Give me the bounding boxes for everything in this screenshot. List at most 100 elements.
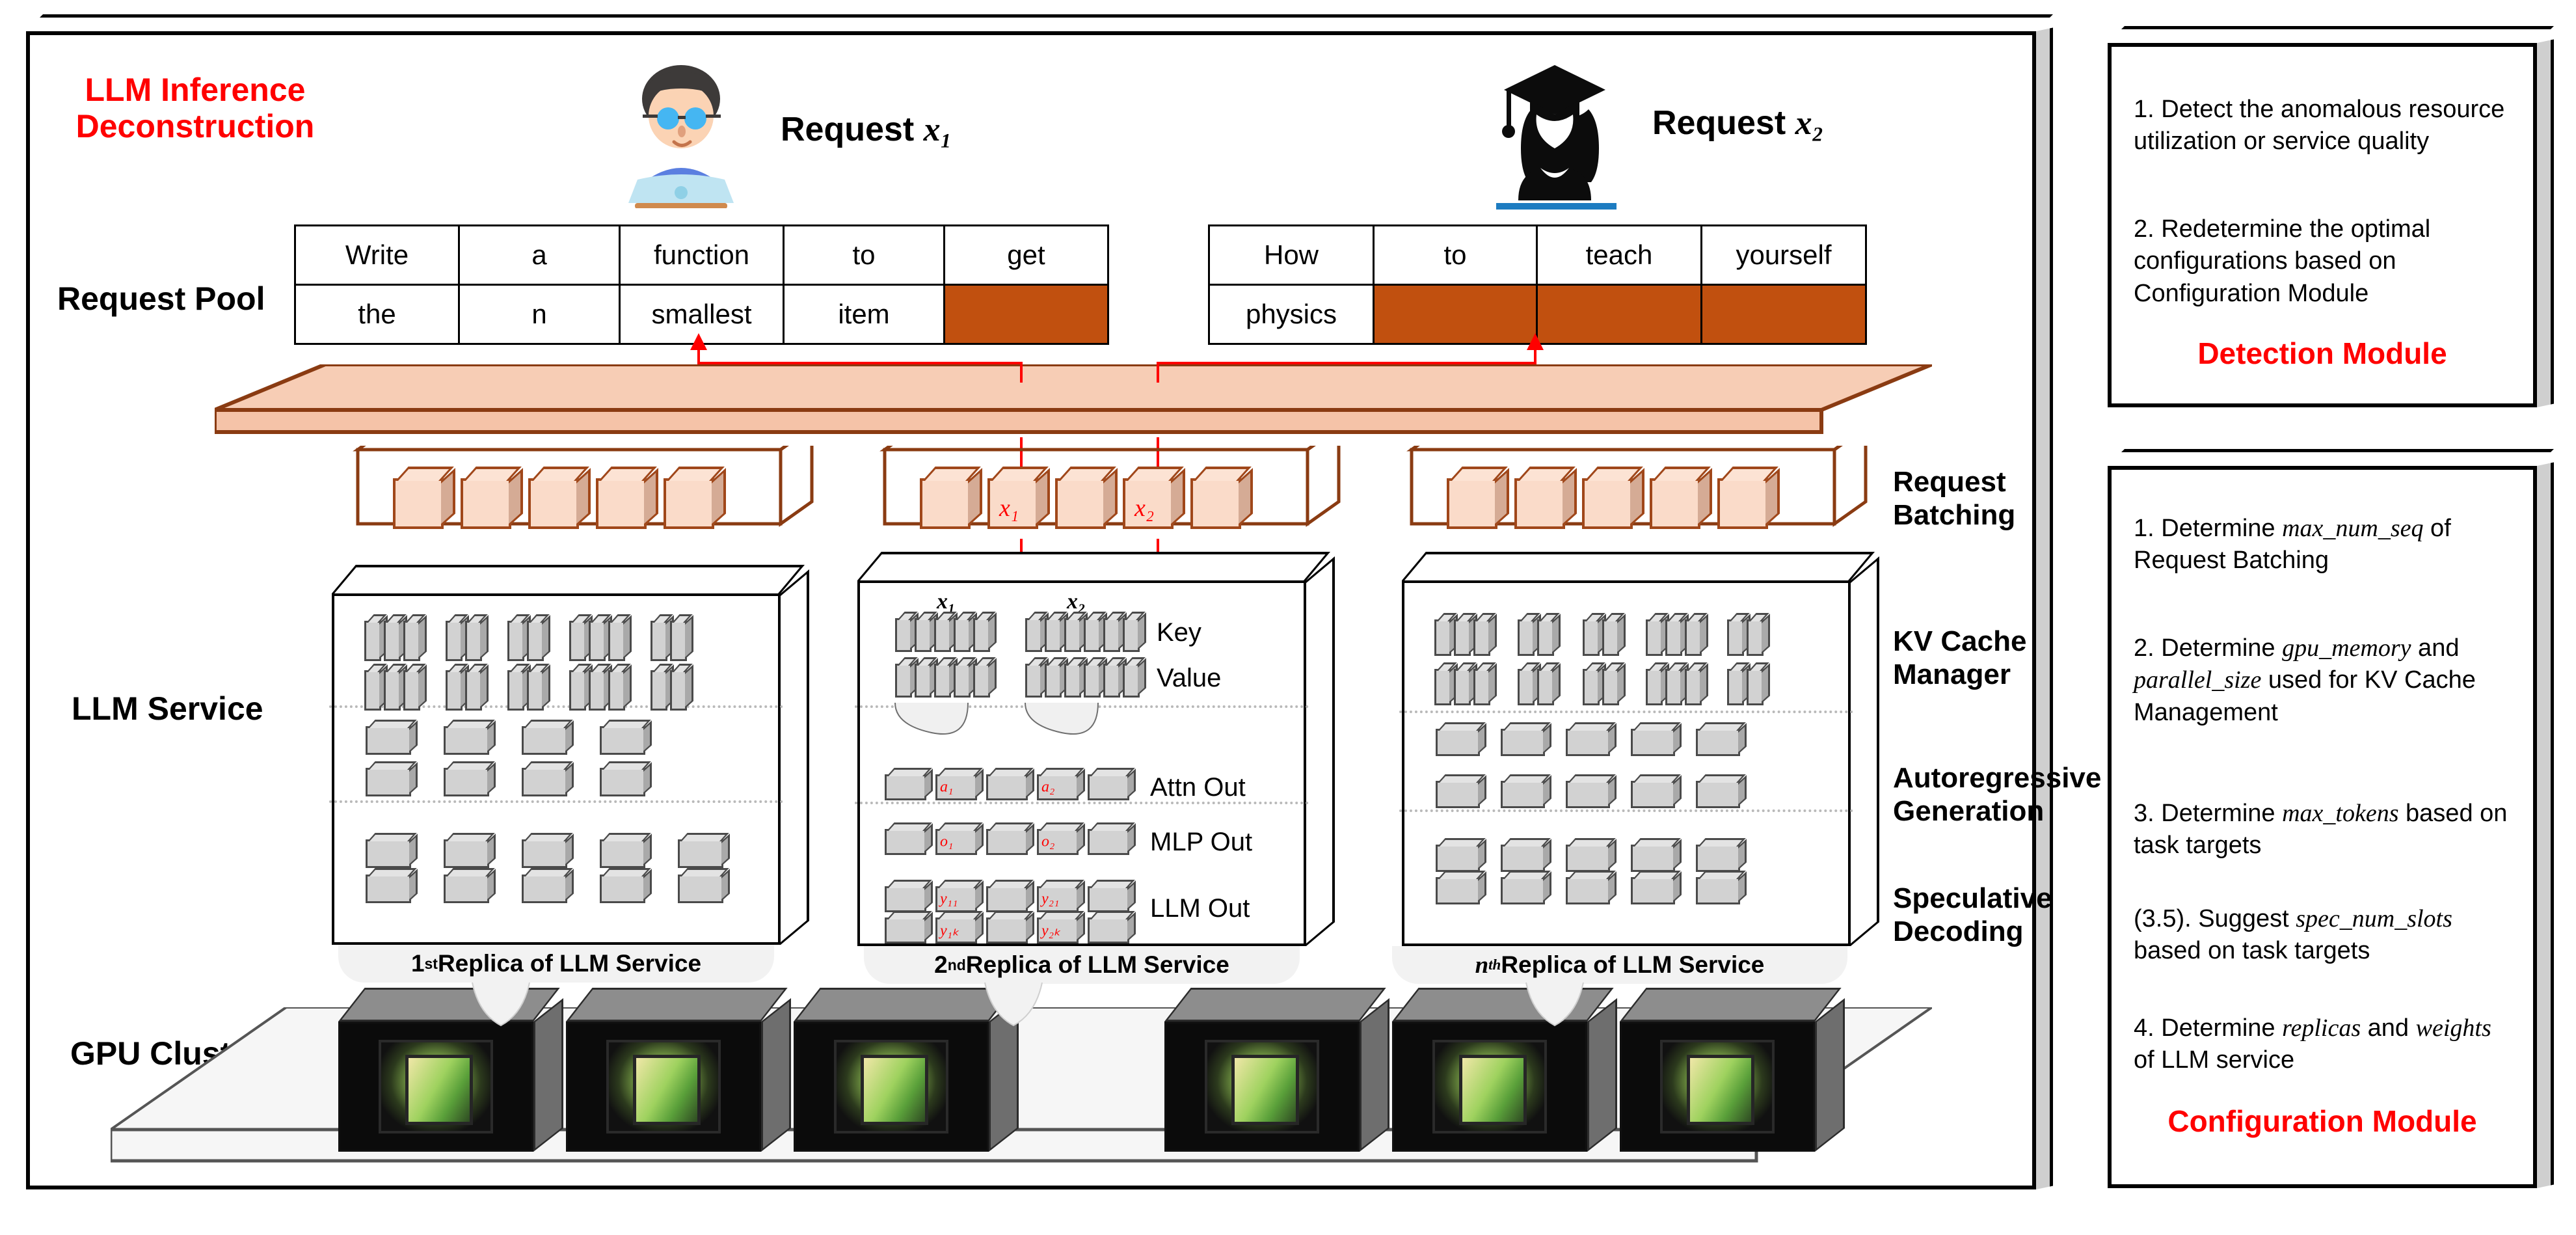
config-item-2-mid: and bbox=[2411, 634, 2460, 662]
config-item-4-mid: and bbox=[2361, 1014, 2416, 1042]
llm-replica-2[interactable]: x₁ x₂ Key Value bbox=[855, 552, 1335, 946]
center-column-header-x1: x₁ bbox=[937, 590, 956, 614]
config-item-2-var: gpu_memory bbox=[2282, 634, 2411, 662]
batch-slot-label-x2: x₂ bbox=[1134, 495, 1155, 522]
graduate-avatar-underline bbox=[1496, 203, 1617, 210]
replica-suffix: nd bbox=[947, 956, 966, 973]
mlp-out-label-o2: o₂ bbox=[1041, 833, 1055, 850]
config-item-1-prefix: 1. Determine bbox=[2134, 515, 2283, 542]
stage-label-kv-cache-manager: KV Cache Manager bbox=[1893, 625, 2027, 691]
token-cell: Write bbox=[294, 224, 460, 286]
configuration-item-4: 4. Determine replicas and weights of LLM… bbox=[2134, 1012, 2517, 1077]
batch-slot-label-x1: x₁ bbox=[999, 495, 1019, 522]
graduate-avatar bbox=[1490, 47, 1620, 210]
replica-ordinal: 2 bbox=[934, 951, 948, 978]
configuration-item-1: 1. Determine max_num_seq of Request Batc… bbox=[2134, 513, 2517, 577]
gpu-unit[interactable] bbox=[1620, 988, 1845, 1152]
detection-item-2: 2. Redetermine the optimal configuration… bbox=[2134, 215, 2431, 307]
token-cell: How bbox=[1208, 224, 1375, 286]
detection-module-panel[interactable]: 1. Detect the anomalous resource utiliza… bbox=[2108, 26, 2554, 408]
token-cell-filled bbox=[1700, 284, 1867, 345]
replica-ordinal: 1 bbox=[410, 950, 425, 977]
gpu-unit[interactable] bbox=[1392, 988, 1617, 1152]
center-column-header-x2: x₂ bbox=[1067, 590, 1086, 614]
config-item-2-suffix: used for KV Cache Management bbox=[2134, 666, 2476, 726]
llm-out-label-y21: y₂₁ bbox=[1041, 890, 1060, 908]
config-item-4-var2: weights bbox=[2415, 1014, 2491, 1042]
token-cell: teach bbox=[1536, 224, 1702, 286]
replica-caption-tail: Replica of LLM Service bbox=[437, 950, 702, 977]
token-cell: physics bbox=[1208, 284, 1375, 345]
stage-label-request-batching: Request Batching bbox=[1893, 466, 2016, 532]
token-cell: smallest bbox=[619, 284, 785, 345]
config-item-35-var: spec_num_slots bbox=[2296, 905, 2452, 932]
replica-ordinal: n bbox=[1475, 951, 1489, 979]
request-batch-crate-3[interactable] bbox=[1379, 446, 1868, 560]
label-llm-service: LLM Service bbox=[72, 690, 263, 727]
gpu-unit[interactable] bbox=[566, 988, 791, 1152]
configuration-item-2: 2. Determine gpu_memory and parallel_siz… bbox=[2134, 632, 2517, 729]
config-item-3-suffix: based on task targets bbox=[2134, 800, 2508, 860]
configuration-item-3-5: (3.5). Suggest spec_num_slots based on t… bbox=[2134, 903, 2524, 968]
configuration-item-3: 3. Determine max_tokens based on task ta… bbox=[2134, 798, 2517, 862]
request-x2-caption: Request x₂ bbox=[1652, 104, 1824, 142]
config-item-35-prefix: (3.5). Suggest bbox=[2134, 905, 2296, 932]
token-cell: the bbox=[294, 284, 460, 345]
config-item-4-prefix: 4. Determine bbox=[2134, 1014, 2283, 1042]
llm-replica-1[interactable] bbox=[329, 565, 809, 945]
page-title: LLM Inference Deconstruction bbox=[75, 72, 315, 144]
configuration-module-panel[interactable]: 1. Determine max_num_seq of Request Batc… bbox=[2108, 449, 2554, 1188]
request-x1-symbol: x₁ bbox=[923, 111, 952, 148]
gpu-unit[interactable] bbox=[338, 988, 563, 1152]
token-cell: a bbox=[458, 224, 621, 286]
config-item-4-var: replicas bbox=[2282, 1014, 2361, 1042]
config-item-1-suffix: of Request Batching bbox=[2134, 515, 2451, 575]
request-x2-caption-text: Request bbox=[1652, 104, 1786, 142]
token-cell-filled bbox=[1536, 284, 1702, 345]
developer-avatar bbox=[619, 59, 743, 209]
config-item-3-prefix: 3. Determine bbox=[2134, 800, 2283, 827]
config-item-35-suffix: based on task targets bbox=[2134, 937, 2370, 965]
panel-top-bevel bbox=[2108, 449, 2554, 466]
request-x2-symbol: x₂ bbox=[1795, 105, 1824, 142]
config-item-2-prefix: 2. Determine bbox=[2134, 634, 2283, 662]
token-cell: get bbox=[943, 224, 1109, 286]
llm-out-label-y11: y₁₁ bbox=[940, 890, 958, 908]
token-cell: to bbox=[783, 224, 945, 286]
center-row-label-llm-out: LLM Out bbox=[1150, 894, 1250, 923]
stage-label-autoregressive-generation: Autoregressive Generation bbox=[1893, 762, 2102, 828]
token-cell-filled bbox=[943, 284, 1109, 345]
token-cell-filled bbox=[1373, 284, 1538, 345]
attn-out-label-a2: a₂ bbox=[1041, 778, 1055, 796]
panel-top-bevel bbox=[26, 14, 2053, 31]
detection-module-title: Detection Module bbox=[2197, 336, 2447, 370]
llm-out-label-y1k: y₁ₖ bbox=[940, 922, 959, 940]
replica-caption-tail: Replica of LLM Service bbox=[1501, 951, 1765, 978]
panel-face bbox=[2108, 43, 2537, 407]
stage-label-speculative-decoding: Speculative Decoding bbox=[1893, 882, 2052, 948]
replica-caption-tail: Replica of LLM Service bbox=[965, 951, 1229, 978]
panel-top-bevel bbox=[2108, 26, 2554, 43]
mlp-out-label-o1: o₁ bbox=[940, 833, 954, 850]
configuration-module-title: Configuration Module bbox=[2167, 1104, 2477, 1138]
center-row-label-value: Value bbox=[1157, 664, 1222, 692]
llm-replica-n[interactable] bbox=[1399, 552, 1879, 946]
request-pool-slab bbox=[215, 364, 1932, 435]
gpu-unit[interactable] bbox=[794, 988, 1019, 1152]
request-x2-token-table: How to teach yourself physics bbox=[1208, 224, 1867, 345]
config-item-2-var2: parallel_size bbox=[2134, 666, 2262, 694]
panel-side-bevel bbox=[2537, 39, 2554, 408]
detection-item-1: 1. Detect the anomalous resource utiliza… bbox=[2134, 96, 2505, 156]
request-batch-crate-2[interactable]: x₁ x₂ bbox=[852, 446, 1341, 560]
center-row-label-key: Key bbox=[1157, 618, 1201, 647]
token-cell: function bbox=[619, 224, 785, 286]
request-batch-crate-1[interactable] bbox=[325, 446, 814, 560]
request-x1-caption: Request x₁ bbox=[781, 111, 952, 149]
panel-side-bevel bbox=[2537, 462, 2554, 1188]
token-row: the n smallest item bbox=[294, 284, 1109, 345]
gpu-unit[interactable] bbox=[1164, 988, 1389, 1152]
config-item-1-var: max_num_seq bbox=[2282, 515, 2424, 542]
center-row-label-attn-out: Attn Out bbox=[1150, 773, 1246, 802]
